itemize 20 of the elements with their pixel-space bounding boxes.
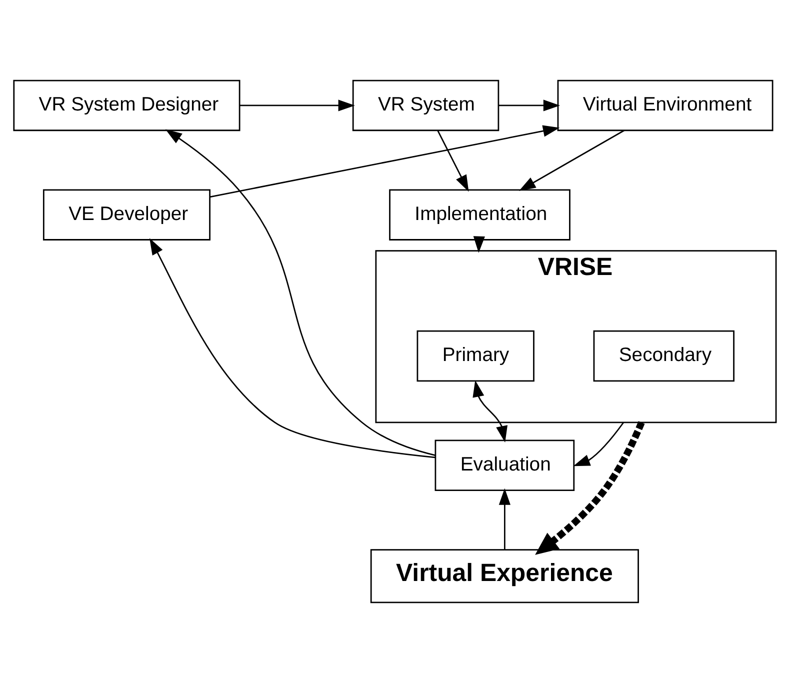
- arrow: [519, 129, 624, 190]
- node-box: Primary: [416, 330, 534, 382]
- node-box: Secondary: [593, 330, 734, 382]
- arrow: [498, 488, 510, 550]
- arrow: [498, 99, 560, 111]
- arrow: [473, 236, 485, 252]
- arrow: [472, 380, 508, 442]
- arrow: [165, 128, 436, 456]
- node-box: VR System Designer: [13, 79, 240, 131]
- arrow: [437, 130, 469, 192]
- arrow: [240, 99, 355, 111]
- node-box: VR System: [352, 79, 500, 131]
- node-box: Evaluation: [434, 439, 575, 491]
- node-box: Virtual Experience: [370, 548, 639, 603]
- arrow: [573, 422, 624, 466]
- arrow: [535, 420, 645, 554]
- node-box: VE Developer: [42, 188, 210, 240]
- node-box: Virtual Environment: [557, 79, 774, 131]
- arrow: [150, 238, 436, 458]
- arrow: [210, 124, 560, 198]
